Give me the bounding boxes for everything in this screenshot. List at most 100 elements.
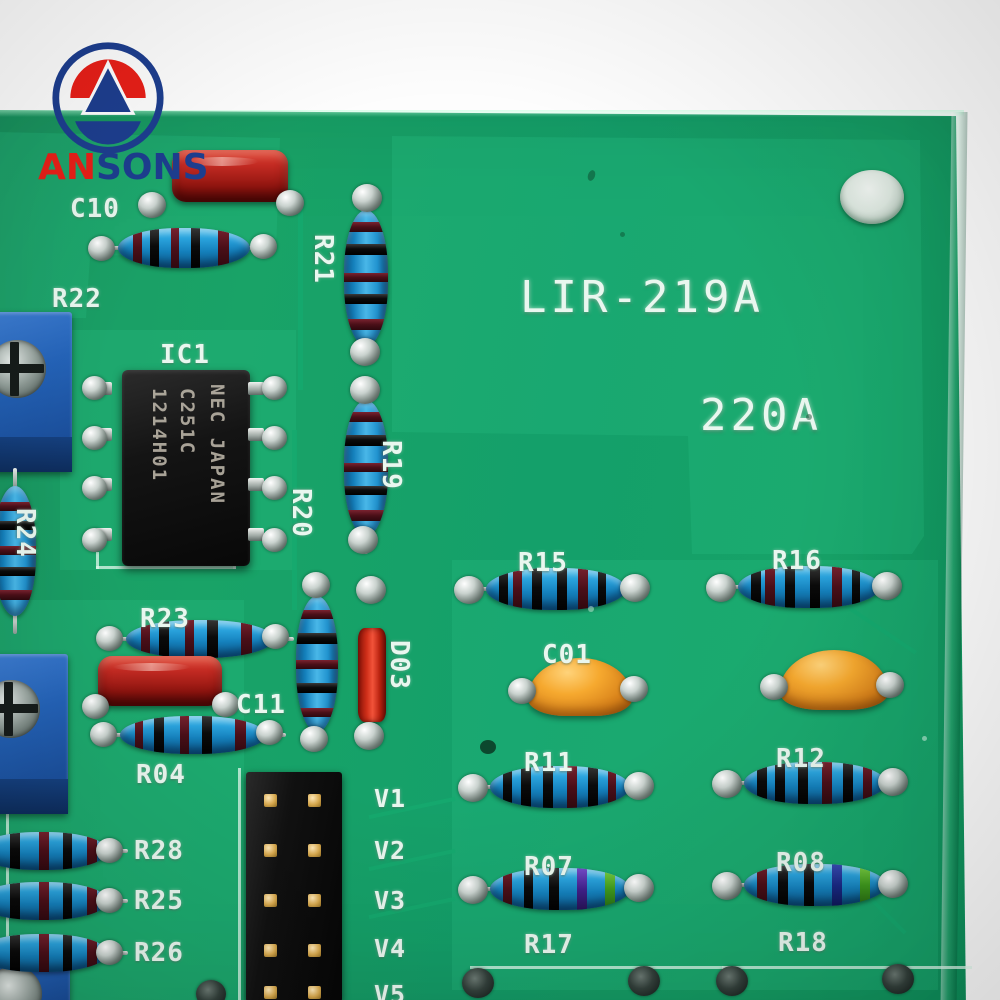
board-speck-6 [922,736,927,741]
refdes-d03: D03 [384,640,414,690]
pad-r26 [96,940,123,965]
resistor-r28 [0,832,128,870]
board-speck-3 [806,414,812,420]
pad-r22-right [250,234,277,259]
silk-outline-ic1 [96,566,236,569]
refdes-r16: R16 [772,546,822,576]
header-pin-9[interactable] [264,986,277,999]
board-part-number: LIR-219A [520,272,764,323]
wordmark-part-1: AN [38,147,96,188]
resistor-r22 [98,228,270,268]
pad-c10-right [276,190,304,216]
capacitor-c02-body [780,650,888,710]
pad-r19-top [350,376,380,404]
pad-r20-top [302,572,330,598]
pin-header-connector[interactable] [246,772,342,1000]
pad-r04-left [90,722,117,747]
capacitor-c10-body [172,150,288,202]
header-pin-5[interactable] [264,894,277,907]
refdes-r23: R23 [140,604,190,634]
ic1-pin-r4 [248,528,264,541]
pad-d03-bottom [354,722,384,750]
pcb-top-edge-highlight [0,110,964,117]
ic1-package: NEC JAPAN C251C 1214H01 [122,370,250,566]
pad-r16-left [706,574,736,602]
resistor-r16 [718,566,900,608]
pad-c11-left [82,694,109,719]
refdes-ic1: IC1 [160,340,210,370]
refdes-r22: R22 [52,284,102,314]
pad-ic1-1 [82,376,107,400]
header-pin-7[interactable] [264,944,277,957]
ic1-marking-line3: 1214H01 [148,388,170,483]
ic1-pin-r2 [248,428,264,441]
pad-r15-right [620,574,650,602]
board-speck-4 [480,740,496,754]
pad-c11-right [212,692,239,717]
board-speck-5 [588,606,594,612]
resistor-r24 [0,468,36,634]
trimmer-pot-1[interactable] [0,312,72,472]
pad-r25 [96,888,123,913]
pad-r08-right [878,870,908,898]
pad-r07-left [458,876,488,904]
ic1-marking-line1: NEC JAPAN [206,384,228,505]
refdes-r24: R24 [10,508,40,558]
trace-r20-vertical [292,430,297,610]
pad-r23-right [262,624,289,649]
pin-label-v4: V4 [374,934,407,963]
pad-r21-top [352,184,382,212]
trimmer-pot-2[interactable] [0,654,68,814]
pin-label-v2: V2 [374,836,407,865]
board-revision-code: 220A [700,390,822,441]
header-pin-10[interactable] [308,986,321,999]
refdes-r19: R19 [376,440,406,490]
header-pin-1[interactable] [264,794,277,807]
wordmark-part-2: SONS [96,147,209,188]
refdes-c10: C10 [70,194,120,224]
refdes-r11: R11 [524,748,574,778]
pad-ic1-4 [82,528,107,552]
pad-r04-right [256,720,283,745]
header-pin-6[interactable] [308,894,321,907]
header-pin-2[interactable] [308,794,321,807]
resistor-r26 [0,934,128,972]
pad-r18-left [716,966,748,996]
refdes-r07: R07 [524,852,574,882]
mounting-hole [840,170,904,224]
diode-d03 [358,628,386,722]
pad-r18-right [882,964,914,994]
pad-r11-left [458,774,488,802]
resistor-r11 [470,766,650,808]
silk-outline-ic1-left [96,552,99,569]
refdes-r20: R20 [286,488,316,538]
ic1-pin-r1 [248,382,264,395]
refdes-r08: R08 [776,848,826,878]
refdes-r21: R21 [308,234,338,284]
resistor-r19 [344,382,388,554]
capacitor-c11-body [98,656,222,706]
silk-outline-r17 [470,966,730,969]
resistor-r25 [0,882,128,920]
pad-ic1-8 [262,528,287,552]
pad-r22-left [88,236,115,261]
ic1-marking-line2: C251C [176,388,198,456]
header-pin-8[interactable] [308,944,321,957]
pad-r17-left [462,968,494,998]
pad-r17-right [628,966,660,996]
header-pin-3[interactable] [264,844,277,857]
silk-outline-board-left [6,760,9,1000]
silk-outline-header [238,768,241,1000]
resistor-r04 [100,716,286,754]
header-pin-4[interactable] [308,844,321,857]
pad-r11-right [624,772,654,800]
capacitor-c01-body [528,658,632,716]
pad-r21-bottom [350,338,380,366]
refdes-c01: C01 [542,640,592,670]
pin-label-v1: V1 [374,784,407,813]
pad-r08-left [712,872,742,900]
refdes-r25: R25 [134,886,184,916]
pad-d03-top [356,576,386,604]
pad-r15-left [454,576,484,604]
resistor-r07 [470,868,650,910]
